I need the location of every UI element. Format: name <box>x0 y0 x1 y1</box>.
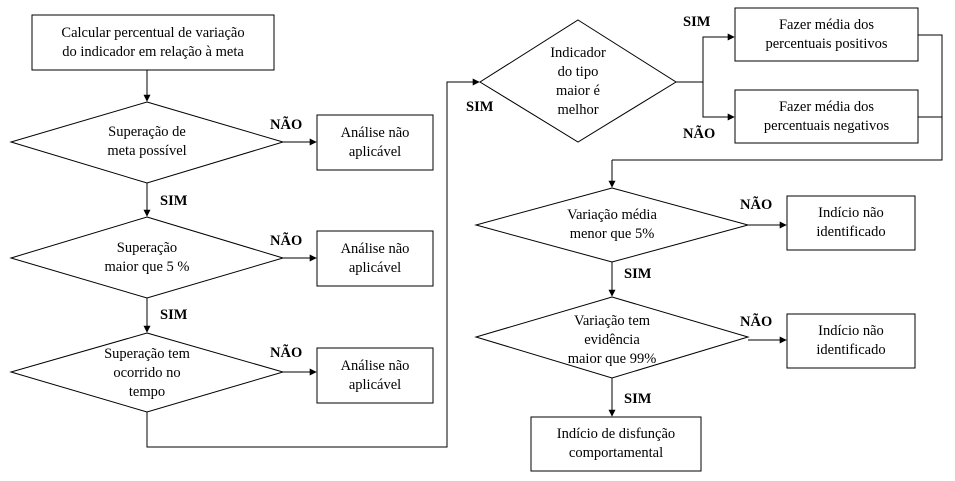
calc-box: Calcular percentual de variação do indic… <box>32 15 274 70</box>
edge-label-nao-3: NÃO <box>270 345 303 361</box>
decision-superacao-tempo: Superação tem ocorrido no tempo <box>60 342 234 404</box>
decision-media5-line-1: Variação média <box>567 207 657 223</box>
edge-label-nao-tipo: NÃO <box>683 126 716 142</box>
calc-box-shape <box>31 14 275 71</box>
edge-label-nao-2: NÃO <box>270 233 303 249</box>
disfuncao-box-shape <box>530 416 702 472</box>
na1-box-shape <box>316 114 434 171</box>
decision-superacao-5-line-1: Superação <box>116 240 178 256</box>
indicio-nao-identificado-2: Indício não identificado <box>787 314 915 368</box>
edge-tempo-yes <box>146 78 480 448</box>
decision-tipo-line-4: melhor <box>557 102 599 118</box>
disfuncao-line-1: Indício de disfunção <box>556 426 676 442</box>
decision-superacao-meta-line-2: meta possível <box>107 143 187 159</box>
ni2-line-1: Indício não <box>818 323 884 339</box>
decision-evid99: Variação tem evidência maior que 99% <box>530 310 694 370</box>
decision-superacao-5-line-2: maior que 5 % <box>104 259 190 275</box>
edge-label-nao-5: NÃO <box>740 314 773 330</box>
na3-box-shape <box>316 347 434 404</box>
media-pos-line-2: percentuais positivos <box>765 35 888 52</box>
decision-tipo-line-1: Indicador <box>550 45 606 61</box>
na2-line-1: Análise não <box>340 240 410 257</box>
media-neg-box-shape <box>734 89 919 144</box>
na2-box-shape <box>316 230 434 287</box>
na3-line-2: aplicável <box>348 376 402 393</box>
decision-tipo-line-3: maior é <box>556 83 600 99</box>
edge-pos-merge <box>612 34 943 161</box>
media-neg-line-2: percentuais negativos <box>763 117 890 134</box>
edge-label-nao-4: NÃO <box>740 197 773 213</box>
ni2-box-shape <box>786 313 916 369</box>
analise-nao-aplicavel-1: Análise não aplicável <box>317 115 433 170</box>
na1-line-2: aplicável <box>348 143 402 160</box>
decision-media5-line-2: menor que 5% <box>569 226 655 242</box>
edge-label-sim-4: SIM <box>624 266 652 282</box>
analise-nao-aplicavel-3: Análise não aplicável <box>317 348 433 403</box>
media-negativos-box: Fazer média dos percentuais negativos <box>735 90 918 143</box>
decision-superacao-tempo-line-1: Superação tem <box>104 345 190 362</box>
na2-line-2: aplicável <box>348 259 402 276</box>
calc-line-2: do indicador em relação à meta <box>62 43 244 60</box>
decision-superacao-meta-line-1: Superação de <box>108 124 186 140</box>
decision-evid99-line-3: maior que 99% <box>567 350 657 367</box>
media-pos-line-1: Fazer média dos <box>778 16 875 33</box>
decision-superacao-5: Superação maior que 5 % <box>60 228 234 288</box>
ni1-line-2: identificado <box>816 224 886 240</box>
na3-line-1: Análise não <box>340 357 410 374</box>
edge-label-sim-tipo-yes: SIM <box>683 14 711 30</box>
decision-evid99-line-2: evidência <box>584 331 640 348</box>
decision-tipo-shape <box>479 19 677 143</box>
edge-tipo-no <box>702 82 735 121</box>
ni1-box-shape <box>786 195 916 251</box>
edge-tipo-yes <box>676 33 735 83</box>
decision-superacao-meta: Superação de meta possível <box>60 112 234 172</box>
media-neg-line-1: Fazer média dos <box>778 98 875 115</box>
decision-media5: Variação média menor que 5% <box>530 203 694 247</box>
disfuncao-line-2: comportamental <box>568 445 664 461</box>
edge-label-sim-tipo-entry: SIM <box>466 99 494 115</box>
decision-superacao-tempo-line-2: ocorrido no <box>113 364 181 381</box>
indicio-nao-identificado-1: Indício não identificado <box>787 196 915 250</box>
na1-line-1: Análise não <box>340 124 410 141</box>
edge-label-sim-2: SIM <box>160 307 188 323</box>
decision-tipo: Indicador do tipo maior é melhor <box>528 42 628 122</box>
indicio-disfuncao-box: Indício de disfunção comportamental <box>531 417 701 471</box>
edge-label-nao-1: NÃO <box>270 117 303 133</box>
ni1-line-1: Indício não <box>818 205 884 221</box>
ni2-line-2: identificado <box>816 342 886 358</box>
decision-evid99-line-1: Variação tem <box>573 312 651 329</box>
calc-line-1: Calcular percentual de variação <box>61 24 245 41</box>
media-positivos-box: Fazer média dos percentuais positivos <box>735 8 918 61</box>
decision-tipo-line-2: do tipo <box>557 64 599 80</box>
decision-superacao-tempo-line-3: tempo <box>128 383 166 400</box>
edge-label-sim-1: SIM <box>160 193 188 209</box>
edge-label-sim-5: SIM <box>624 391 652 407</box>
analise-nao-aplicavel-2: Análise não aplicável <box>317 231 433 286</box>
